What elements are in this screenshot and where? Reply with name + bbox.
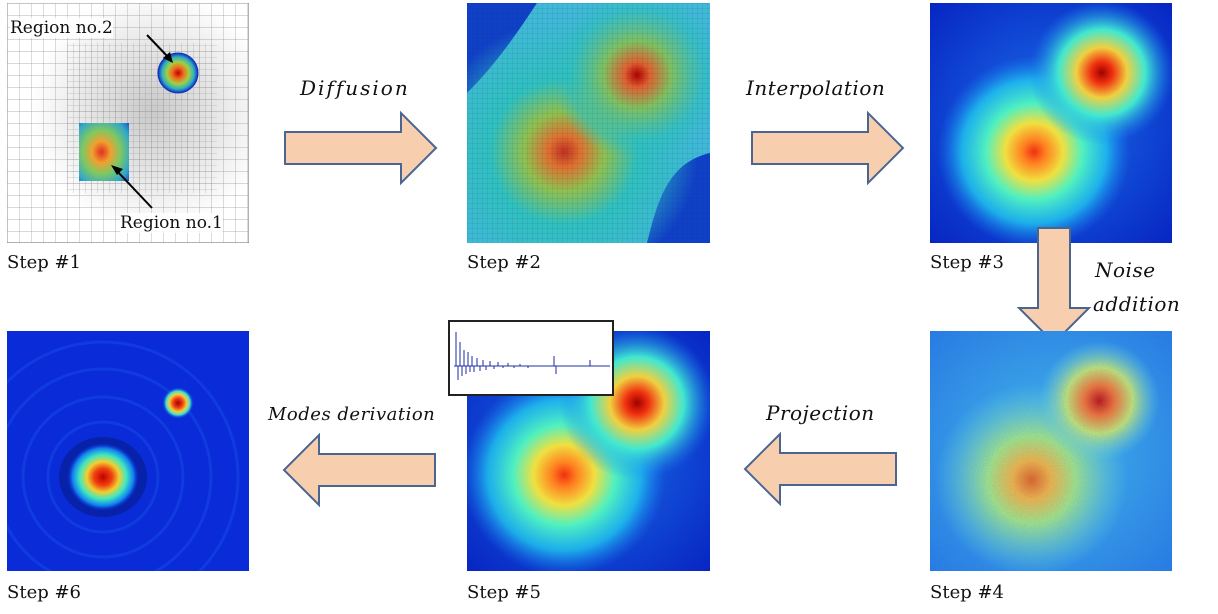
diffusion-arrow [284,110,438,186]
step5-label: Step #5 [467,582,541,603]
interpolated-field-image [930,3,1172,243]
diffused-mesh-image [467,3,710,243]
spectrum-inset [448,320,614,396]
step6-field-panel [7,331,249,571]
noisy-field-image [930,331,1172,571]
step4-field-panel [930,331,1172,571]
diffusion-label: Diffusion [300,76,410,100]
modes-field-image [7,331,249,571]
step1-mesh-panel [7,3,249,243]
interpolation-label: Interpolation [746,76,886,100]
noise-label-line2: addition [1093,292,1181,316]
region1-label: Region no.1 [120,213,223,233]
modes-arrow [282,432,436,508]
step3-label: Step #3 [930,252,1004,273]
step1-label: Step #1 [7,252,81,273]
step2-field-panel [467,3,710,243]
step3-field-panel [930,3,1172,243]
projection-arrow [743,431,897,507]
step2-label: Step #2 [467,252,541,273]
noise-label-line1: Noise [1095,258,1156,282]
mesh-image [7,3,249,243]
projection-label: Projection [766,401,875,425]
modes-spectrum-plot [454,332,610,380]
step6-label: Step #6 [7,582,81,603]
region2-label: Region no.2 [10,18,113,38]
noise-arrow [1016,227,1092,345]
interpolation-arrow [751,110,905,186]
step4-label: Step #4 [930,582,1004,603]
modes-derivation-label: Modes derivation [268,404,436,425]
